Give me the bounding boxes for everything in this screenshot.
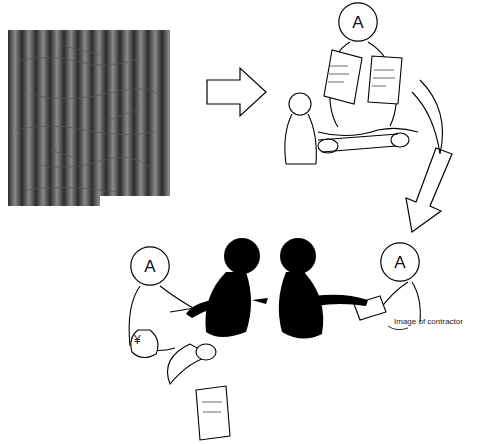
striped-photo: [8, 30, 170, 206]
shadow-figures: [186, 238, 368, 339]
flow-arrow: [406, 148, 452, 232]
bottom-scene: [129, 282, 420, 358]
head-circle: A: [338, 2, 378, 42]
head-circle: A: [130, 246, 170, 286]
head-letter: A: [338, 2, 378, 42]
bottom-props: [168, 344, 231, 440]
currency-mark: ¥: [134, 334, 150, 347]
top-scene: [285, 42, 443, 164]
head-letter: A: [130, 246, 170, 286]
head-letter: A: [380, 242, 420, 282]
head-circle: A: [380, 242, 420, 282]
note-text: Image of contractor: [394, 318, 464, 326]
flow-arrow: [207, 68, 266, 116]
